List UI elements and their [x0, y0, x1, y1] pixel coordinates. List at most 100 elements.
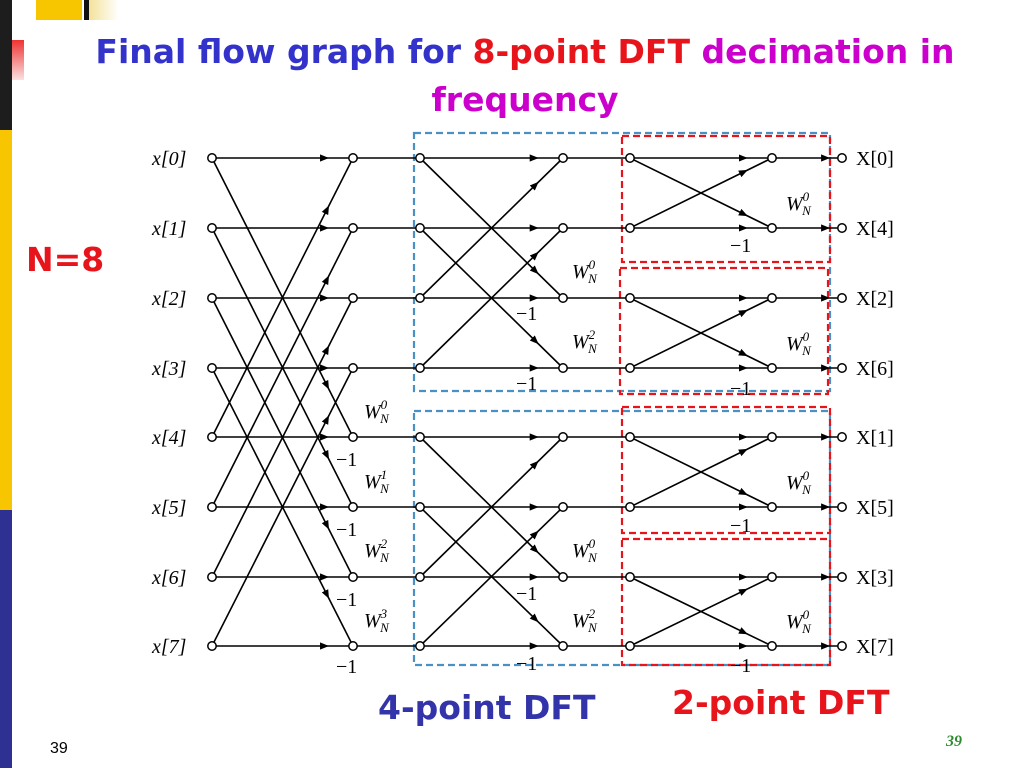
title-part-2: 8-point DFT	[472, 32, 690, 71]
node-s1-4	[348, 432, 358, 442]
node-input-0	[207, 153, 217, 163]
minus-one-label-8: −1	[730, 235, 751, 257]
minus-one-label-7: −1	[516, 653, 537, 675]
title-part-1: Final flow graph for	[95, 32, 473, 71]
node-s3-4	[767, 432, 777, 442]
slide-title: Final flow graph for 8-point DFT decimat…	[40, 28, 1010, 124]
node-s3-0	[767, 153, 777, 163]
node-output-5	[837, 502, 847, 512]
minus-one-label-5: −1	[516, 373, 537, 395]
minus-one-label-0: −1	[336, 449, 357, 471]
node-input-7	[207, 641, 217, 651]
node-s1-6	[348, 572, 358, 582]
output-label-0: X[0]	[856, 148, 894, 170]
node-s3-5	[767, 502, 777, 512]
box-4pt-dft-bottom	[412, 409, 832, 667]
box-2pt-dft-2	[618, 266, 830, 396]
edge-s2-down-5	[419, 506, 564, 647]
edge-s1-down-1	[211, 227, 354, 508]
node-s2-6	[558, 572, 568, 582]
node-output-3	[837, 363, 847, 373]
node-s1-1	[348, 223, 358, 233]
node-s2-7	[558, 641, 568, 651]
node-b-7	[625, 641, 635, 651]
node-input-5	[207, 502, 217, 512]
node-output-6	[837, 572, 847, 582]
node-b-0	[625, 153, 635, 163]
node-s2-4	[558, 432, 568, 442]
node-a-5	[415, 502, 425, 512]
minus-one-label-9: −1	[730, 378, 751, 400]
output-label-7: X[7]	[856, 636, 894, 658]
minus-one-label-1: −1	[336, 519, 357, 541]
caption-4-point-dft: 4-point DFT	[378, 688, 596, 727]
node-a-2	[415, 293, 425, 303]
node-input-3	[207, 363, 217, 373]
n-equals-label: N=8	[26, 240, 105, 279]
top-decor-fade	[89, 0, 119, 20]
edge-s3-down-6	[629, 576, 773, 647]
input-label-2: x[2]	[151, 288, 186, 310]
output-label-6: X[3]	[856, 567, 894, 589]
labels: x[0]x[1]x[2]x[3]x[4]x[5]x[6]x[7]X[0]X[4]…	[151, 148, 894, 678]
node-output-0	[837, 153, 847, 163]
left-decor-bar-yellow	[0, 130, 12, 510]
top-decor-yellow-block	[36, 0, 82, 20]
edge-s3-down-0	[629, 157, 773, 229]
input-label-6: x[6]	[151, 567, 186, 589]
node-b-1	[625, 223, 635, 233]
node-b-2	[625, 293, 635, 303]
node-output-1	[837, 223, 847, 233]
title-part-3: decimation in frequency	[431, 32, 955, 119]
node-s3-6	[767, 572, 777, 582]
left-decor-bar-blue	[0, 510, 12, 768]
edge-s2-down-1	[419, 227, 564, 369]
nodes	[207, 153, 847, 651]
node-input-4	[207, 432, 217, 442]
input-label-4: x[4]	[151, 427, 186, 449]
minus-one-label-11: −1	[730, 655, 751, 677]
node-b-4	[625, 432, 635, 442]
dashed-boxes	[412, 131, 832, 667]
edge-s3-down-2	[629, 297, 773, 369]
edge-s1-down-0	[211, 157, 354, 438]
slide-number: 39	[50, 740, 68, 757]
node-s3-7	[767, 641, 777, 651]
edge-s3-down-4	[629, 436, 773, 508]
node-input-6	[207, 572, 217, 582]
minus-one-label-3: −1	[336, 656, 357, 678]
node-s1-5	[348, 502, 358, 512]
input-label-0: x[0]	[151, 148, 186, 170]
node-s2-5	[558, 502, 568, 512]
input-label-3: x[3]	[151, 358, 186, 380]
minus-one-label-6: −1	[516, 583, 537, 605]
node-s1-2	[348, 293, 358, 303]
node-b-5	[625, 502, 635, 512]
node-a-3	[415, 363, 425, 373]
output-label-4: X[1]	[856, 427, 894, 449]
node-input-1	[207, 223, 217, 233]
node-s3-3	[767, 363, 777, 373]
node-input-2	[207, 293, 217, 303]
top-decor-black-stripe	[84, 0, 89, 20]
output-label-2: X[2]	[856, 288, 894, 310]
box-2pt-dft-4	[620, 537, 832, 667]
node-s3-2	[767, 293, 777, 303]
node-s2-0	[558, 153, 568, 163]
node-a-6	[415, 572, 425, 582]
slide-number-corner: 39	[946, 733, 962, 750]
node-a-0	[415, 153, 425, 163]
box-2pt-dft-3	[620, 405, 832, 535]
input-label-7: x[7]	[151, 636, 186, 658]
node-a-4	[415, 432, 425, 442]
node-s2-3	[558, 363, 568, 373]
node-a-7	[415, 641, 425, 651]
node-s1-0	[348, 153, 358, 163]
output-label-5: X[5]	[856, 497, 894, 519]
